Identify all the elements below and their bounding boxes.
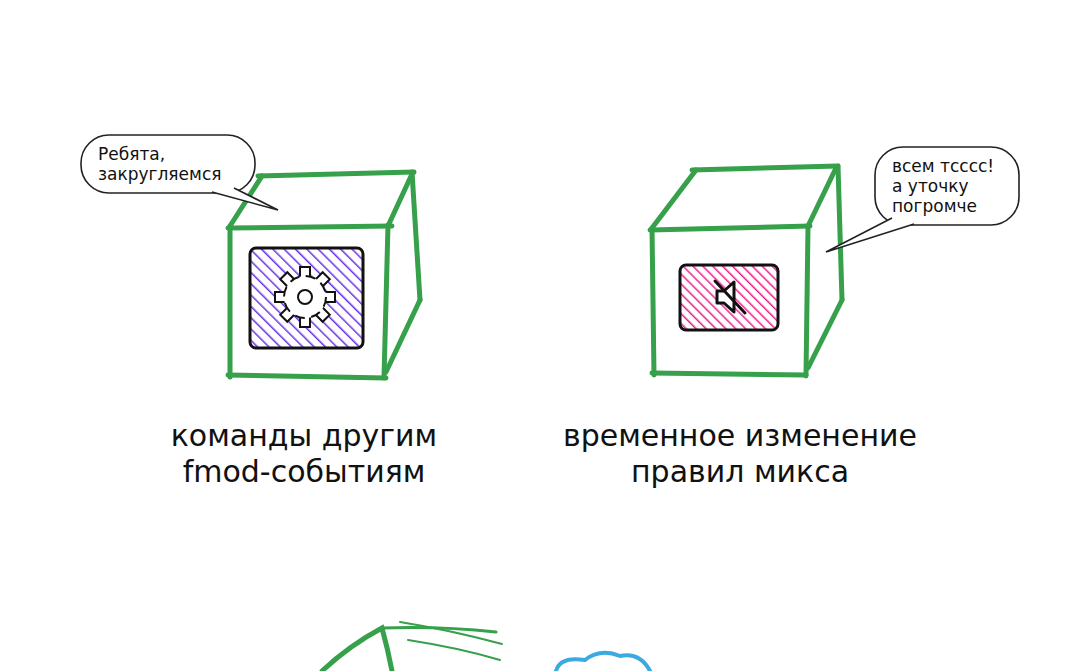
cube-edge xyxy=(806,226,808,376)
cube-edge xyxy=(228,375,386,378)
cube-edge xyxy=(652,373,806,375)
cube-edge xyxy=(258,172,414,176)
cube-edge xyxy=(386,300,420,372)
gear-icon xyxy=(275,267,335,327)
caption-text: временное изменение правил микса xyxy=(540,418,940,490)
cube-edge xyxy=(228,226,233,377)
cube-edge xyxy=(650,226,810,230)
screen xyxy=(680,265,778,330)
screen xyxy=(250,248,363,348)
bubble-tail-fill xyxy=(212,182,278,210)
speech-text: Ребята, закругляемся xyxy=(98,144,238,184)
bubble-tail xyxy=(826,218,914,252)
bottom-sketch xyxy=(322,622,650,671)
cube-edge xyxy=(652,170,696,228)
speech-bubble: всем тсссс! а уточку погромче xyxy=(874,146,1020,226)
cube-edge xyxy=(388,174,412,226)
bubble-tail xyxy=(212,188,278,210)
cube-edge xyxy=(412,172,420,300)
cube-edge xyxy=(384,225,388,378)
speech-text: всем тсссс! а уточку погромче xyxy=(892,156,1002,216)
cube-caption: временное изменение правил микса xyxy=(540,418,940,490)
cube-right xyxy=(650,166,842,376)
cube-edge xyxy=(652,228,654,375)
mute-icon xyxy=(715,281,745,313)
bubble-tail-fill xyxy=(826,212,914,252)
cube-edge xyxy=(808,300,842,368)
cube-edge xyxy=(692,166,838,170)
speech-bubble: Ребята, закругляемся xyxy=(80,134,256,194)
caption-text: команды другим fmod-событиям xyxy=(139,418,469,490)
cube-edge xyxy=(808,168,836,226)
cube-edge xyxy=(838,166,842,300)
bubble-border xyxy=(875,147,1019,225)
cube-caption: команды другим fmod-событиям xyxy=(139,418,469,490)
cube-edge xyxy=(228,226,392,228)
